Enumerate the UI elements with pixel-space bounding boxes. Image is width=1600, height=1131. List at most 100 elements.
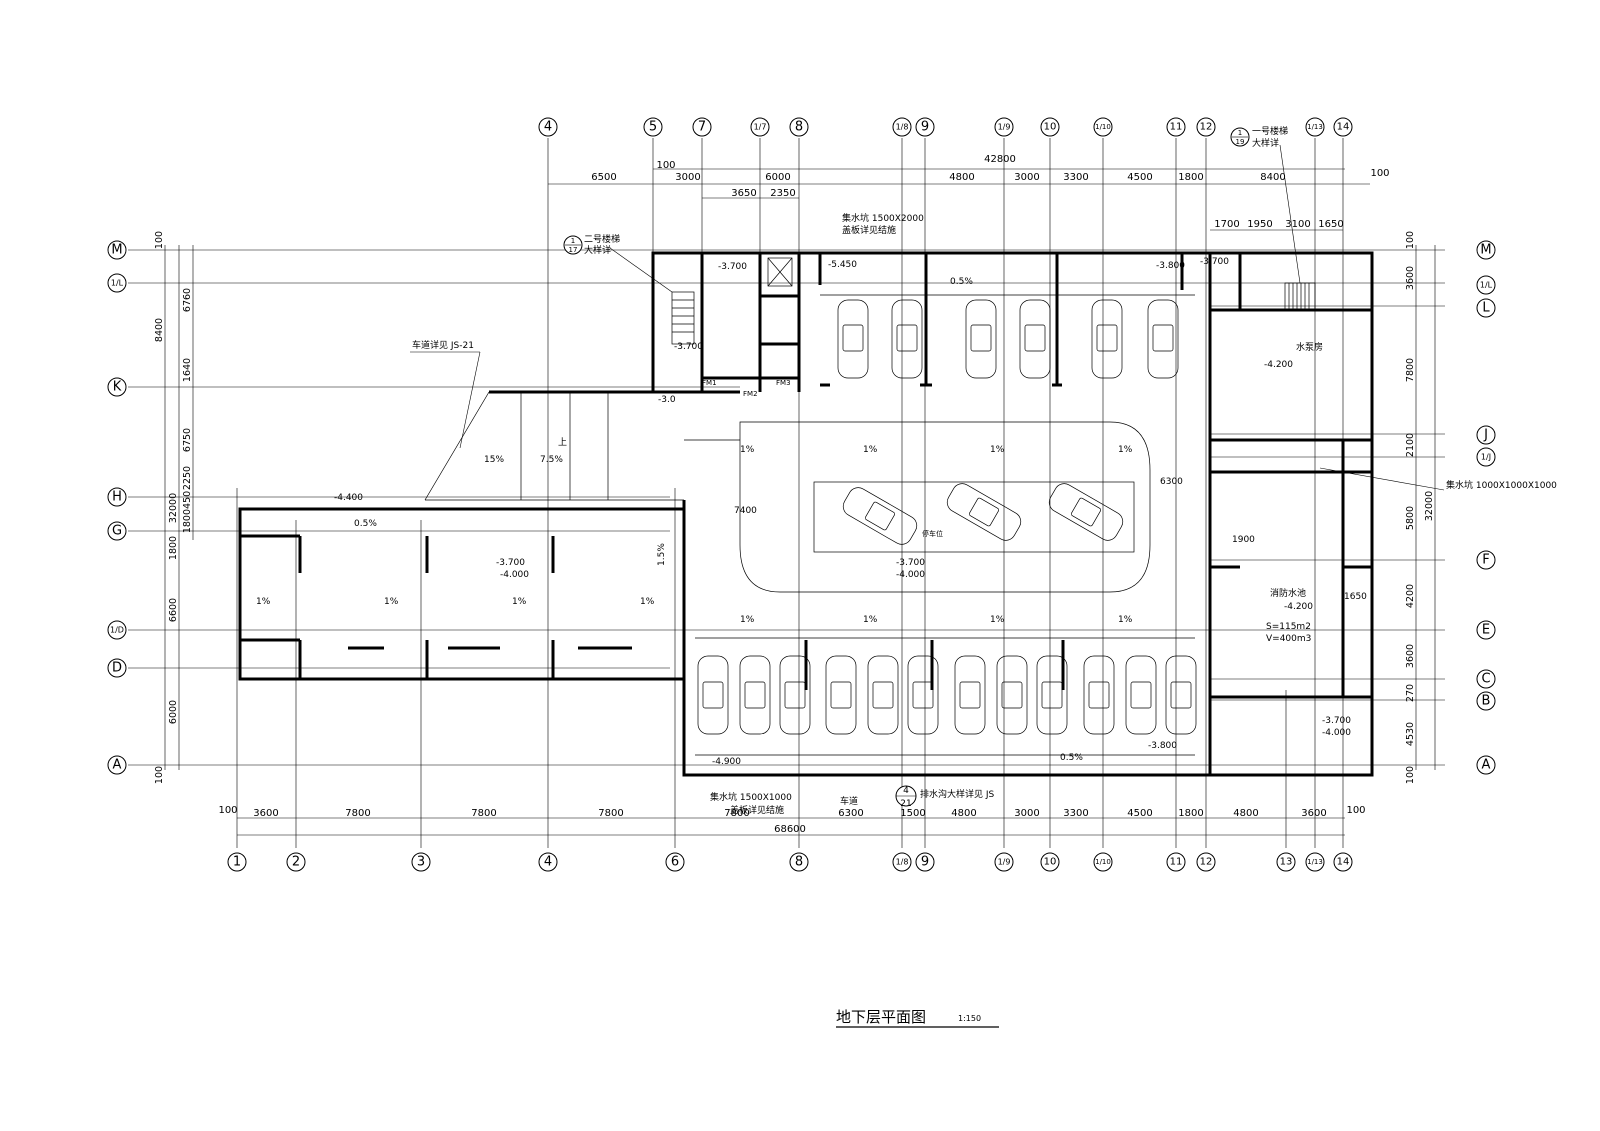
axis-bubble-top-8: 8 (789, 117, 809, 137)
axis-bubble-bottom-13: 13 (1276, 852, 1296, 872)
title-text: 地下层平面图 (836, 1008, 926, 1026)
axis-bubble-left-K: K (107, 377, 127, 397)
axis-bubble-right-C: C (1476, 669, 1496, 689)
svg-text:C: C (1481, 672, 1490, 687)
axis-bubble-bottom-1-9: 1/9 (994, 852, 1014, 872)
slope-05-top: 0.5% (950, 277, 973, 287)
stair2-ref-bot: 17 (569, 246, 578, 254)
axis-bubble-bottom-14: 14 (1333, 852, 1353, 872)
dim-right-4530: 4530 (1405, 722, 1416, 746)
dim-top-100-right: 100 (1370, 168, 1389, 179)
svg-text:1/D: 1/D (110, 626, 124, 635)
dim-bottom-3000: 3000 (1014, 808, 1039, 819)
svg-text:5: 5 (649, 120, 657, 135)
axis-bubble-top-1-9: 1/9 (994, 117, 1014, 137)
dim-top-3000b: 3000 (1014, 172, 1039, 183)
dim-right-100-bot: 100 (1405, 766, 1416, 784)
driveway-island (684, 421, 1151, 593)
svg-text:14: 14 (1337, 857, 1350, 868)
door-fm2: FM2 (743, 390, 758, 398)
axis-bubble-top-9: 9 (915, 117, 935, 137)
elev-m3700-mid: -3.700 (496, 558, 525, 568)
dimensions-left: 100 100 8400 32000 6600 6000 6760 1640 6… (154, 231, 194, 784)
svg-text:1/L: 1/L (111, 279, 124, 288)
dim-top-3300: 3300 (1063, 172, 1088, 183)
elev-m4900: -4.900 (712, 757, 741, 767)
car (1091, 299, 1123, 379)
dim-bottom-total: 68600 (774, 824, 806, 835)
dim-right-3600b: 3600 (1405, 644, 1416, 668)
svg-text:3: 3 (417, 855, 425, 870)
car (739, 655, 771, 735)
elevator (767, 257, 793, 287)
pit-right: 集水坑 1000X1000X1000 (1446, 479, 1557, 491)
svg-text:A: A (113, 758, 122, 773)
stair-1 (1284, 282, 1316, 310)
svg-text:1/9: 1/9 (998, 858, 1011, 867)
grid-lines (128, 138, 1445, 848)
title-scale: 1:150 (958, 1014, 981, 1023)
dim-left-1800: 1800 (168, 536, 179, 560)
dim-bottom-4800: 4800 (951, 808, 976, 819)
annotations: 1 17 二号楼梯 大样详 1 19 一号楼梯 大样详 车道详见 JS-21 1… (256, 125, 1557, 816)
car (825, 655, 857, 735)
dim-bottom-7800b: 7800 (471, 808, 496, 819)
drain-ref-bot: 21 (900, 799, 911, 809)
axis-bubble-top-12: 12 (1196, 117, 1216, 137)
svg-text:1/8: 1/8 (896, 123, 909, 132)
elev-m4000-c: -4.000 (896, 570, 925, 580)
axis-bubble-top-1-13: 1/13 (1305, 117, 1325, 137)
svg-text:F: F (1482, 553, 1489, 568)
axis-bubble-left-D: D (107, 658, 127, 678)
car (1048, 483, 1124, 541)
axis-bubble-bottom-1: 1 (227, 852, 247, 872)
dim-left-6000: 6000 (168, 700, 179, 724)
axis-bubble-bottom-1-8: 1/8 (892, 852, 912, 872)
dim-top-4500: 4500 (1127, 172, 1152, 183)
svg-text:4: 4 (544, 855, 552, 870)
car (779, 655, 811, 735)
dim-left-2250: 2250 (182, 466, 193, 490)
dimensions-right: 100 100 3600 7800 2100 5800 4200 3600 27… (1405, 231, 1436, 784)
dim-top-1700: 1700 (1214, 219, 1239, 230)
stairs-and-lifts (671, 257, 1316, 345)
svg-text:M: M (111, 243, 122, 258)
slope-75: 7.5% (540, 455, 563, 465)
slope-1-a: 1% (740, 445, 755, 455)
svg-text:1/7: 1/7 (754, 123, 767, 132)
dim-bottom-3600b: 3600 (1301, 808, 1326, 819)
axis-top: 4 5 7 1/7 8 1/8 9 1/9 10 1/10 11 12 1/13… (538, 117, 1353, 137)
dim-bottom-100-left: 100 (218, 805, 237, 816)
dim-left-1640: 1640 (182, 358, 193, 382)
svg-text:12: 12 (1200, 857, 1213, 868)
dim-right-100-top: 100 (1405, 231, 1416, 249)
axis-bubble-bottom-1-10: 1/10 (1093, 852, 1113, 872)
dim-top-100: 100 (656, 160, 675, 171)
car (1147, 299, 1179, 379)
parking-angled (842, 483, 1124, 545)
pool-area: S=115m2 (1266, 622, 1311, 632)
pit-bot: 集水坑 1500X1000 (710, 791, 792, 803)
dim-bottom-1500: 1500 (900, 808, 925, 819)
car (1125, 655, 1157, 735)
slope-1-b: 1% (863, 445, 878, 455)
svg-text:14: 14 (1337, 122, 1350, 133)
axis-bubble-bottom-8: 8 (789, 852, 809, 872)
axis-bubble-right-B: B (1476, 691, 1496, 711)
car (907, 655, 939, 735)
axis-bubble-bottom-1-13: 1/13 (1305, 852, 1325, 872)
dim-bottom-4500: 4500 (1127, 808, 1152, 819)
dim-left-6600: 6600 (168, 598, 179, 622)
svg-text:8: 8 (795, 120, 803, 135)
axis-bubble-right-1-J: 1/J (1476, 447, 1496, 467)
axis-bubble-bottom-9: 9 (915, 852, 935, 872)
dim-top-3100: 3100 (1285, 219, 1310, 230)
dim-left-100-bot: 100 (154, 766, 165, 784)
car (842, 487, 918, 545)
pit-top: 集水坑 1500X2000 (842, 212, 924, 224)
car (1083, 655, 1115, 735)
svg-text:10: 10 (1044, 122, 1057, 133)
svg-text:B: B (1482, 694, 1491, 709)
stair1-ref-bot: 19 (1236, 138, 1245, 146)
axis-bubble-right-F: F (1476, 550, 1496, 570)
